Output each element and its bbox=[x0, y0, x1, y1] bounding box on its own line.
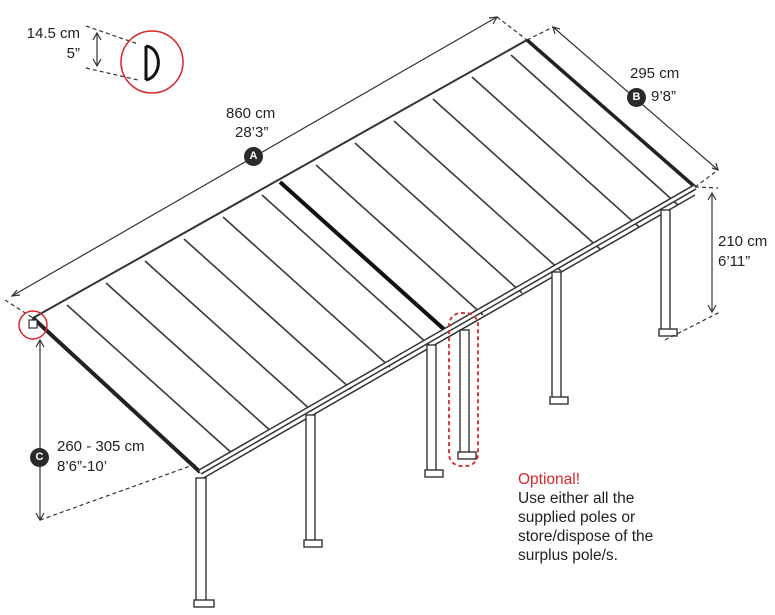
note-line: supplied poles or bbox=[518, 509, 636, 526]
length-imperial: 28’3” bbox=[235, 124, 269, 141]
width-metric: 295 cm bbox=[630, 65, 680, 82]
post bbox=[305, 414, 316, 544]
rear-height-imperial: 6’11” bbox=[718, 253, 751, 270]
front-height-metric: 260 - 305 cm bbox=[57, 438, 145, 455]
rear-wall-beam bbox=[31, 316, 202, 474]
rear-height-metric: 210 cm bbox=[718, 233, 768, 250]
profile-metric: 14.5 cm bbox=[26, 25, 80, 42]
marker-c-badge: C bbox=[30, 448, 49, 467]
profile-imperial: 5” bbox=[66, 45, 80, 62]
center-joint-beam bbox=[278, 180, 449, 334]
corner-detail-circle bbox=[18, 310, 48, 340]
note-line: Use either all the bbox=[518, 490, 635, 507]
optional-pole-highlight bbox=[448, 312, 479, 467]
post bbox=[459, 329, 470, 456]
support-posts bbox=[193, 209, 678, 608]
profile-section-icon bbox=[144, 44, 160, 82]
front-gutter-beam bbox=[198, 184, 697, 481]
note-line: surplus pole/s. bbox=[518, 547, 618, 564]
post bbox=[426, 344, 437, 474]
optional-note: Optional! Use either all the supplied po… bbox=[518, 470, 718, 565]
front-height-imperial: 8’6”-10’ bbox=[57, 458, 108, 475]
marker-b-badge: B bbox=[627, 88, 646, 107]
profile-detail-circle bbox=[120, 30, 184, 94]
rear-wall-beam-far bbox=[525, 38, 697, 189]
note-title: Optional! bbox=[518, 471, 581, 488]
note-line: store/dispose of the bbox=[518, 528, 654, 545]
post bbox=[195, 477, 207, 604]
post bbox=[660, 209, 671, 333]
post bbox=[551, 271, 562, 401]
width-imperial: 9’8” bbox=[651, 88, 677, 105]
marker-a-badge: A bbox=[244, 147, 263, 166]
length-metric: 860 cm bbox=[226, 105, 276, 122]
